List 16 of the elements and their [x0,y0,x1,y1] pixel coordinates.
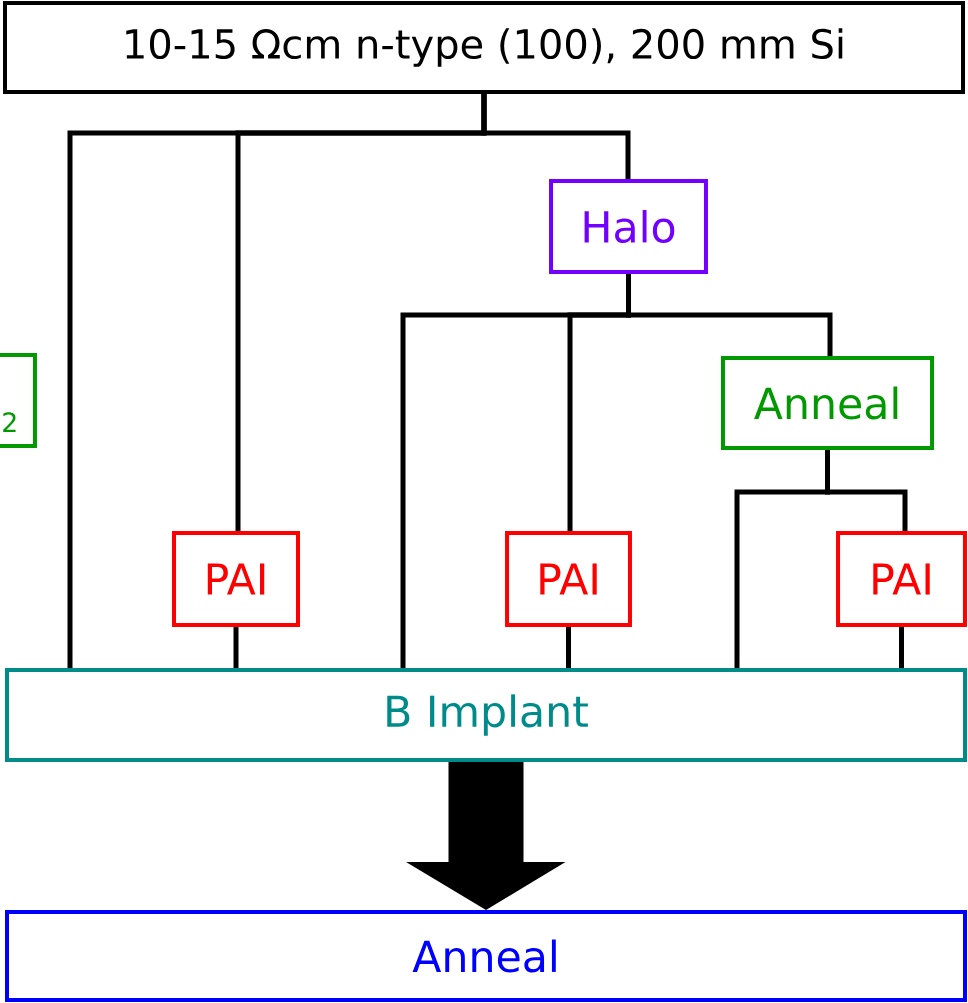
process-box: 2 [0,353,37,448]
connector-line [626,273,833,356]
process-box: Anneal [720,356,935,450]
connector-line [481,94,631,180]
process-box: B Implant [5,668,967,762]
process-box: Anneal [5,910,967,1002]
connector-line [566,627,571,668]
process-box: PAI [836,531,967,627]
connector-line [233,627,239,668]
substrate-box: 10-15 Ωcm n-type (100), 200 mm Si [3,0,965,95]
process-box: Halo [549,179,708,274]
block-arrow [406,762,566,910]
connector-line [899,627,904,668]
connector-line [825,450,908,531]
process-box: PAI [505,531,632,627]
process-box: PAI [172,531,300,627]
